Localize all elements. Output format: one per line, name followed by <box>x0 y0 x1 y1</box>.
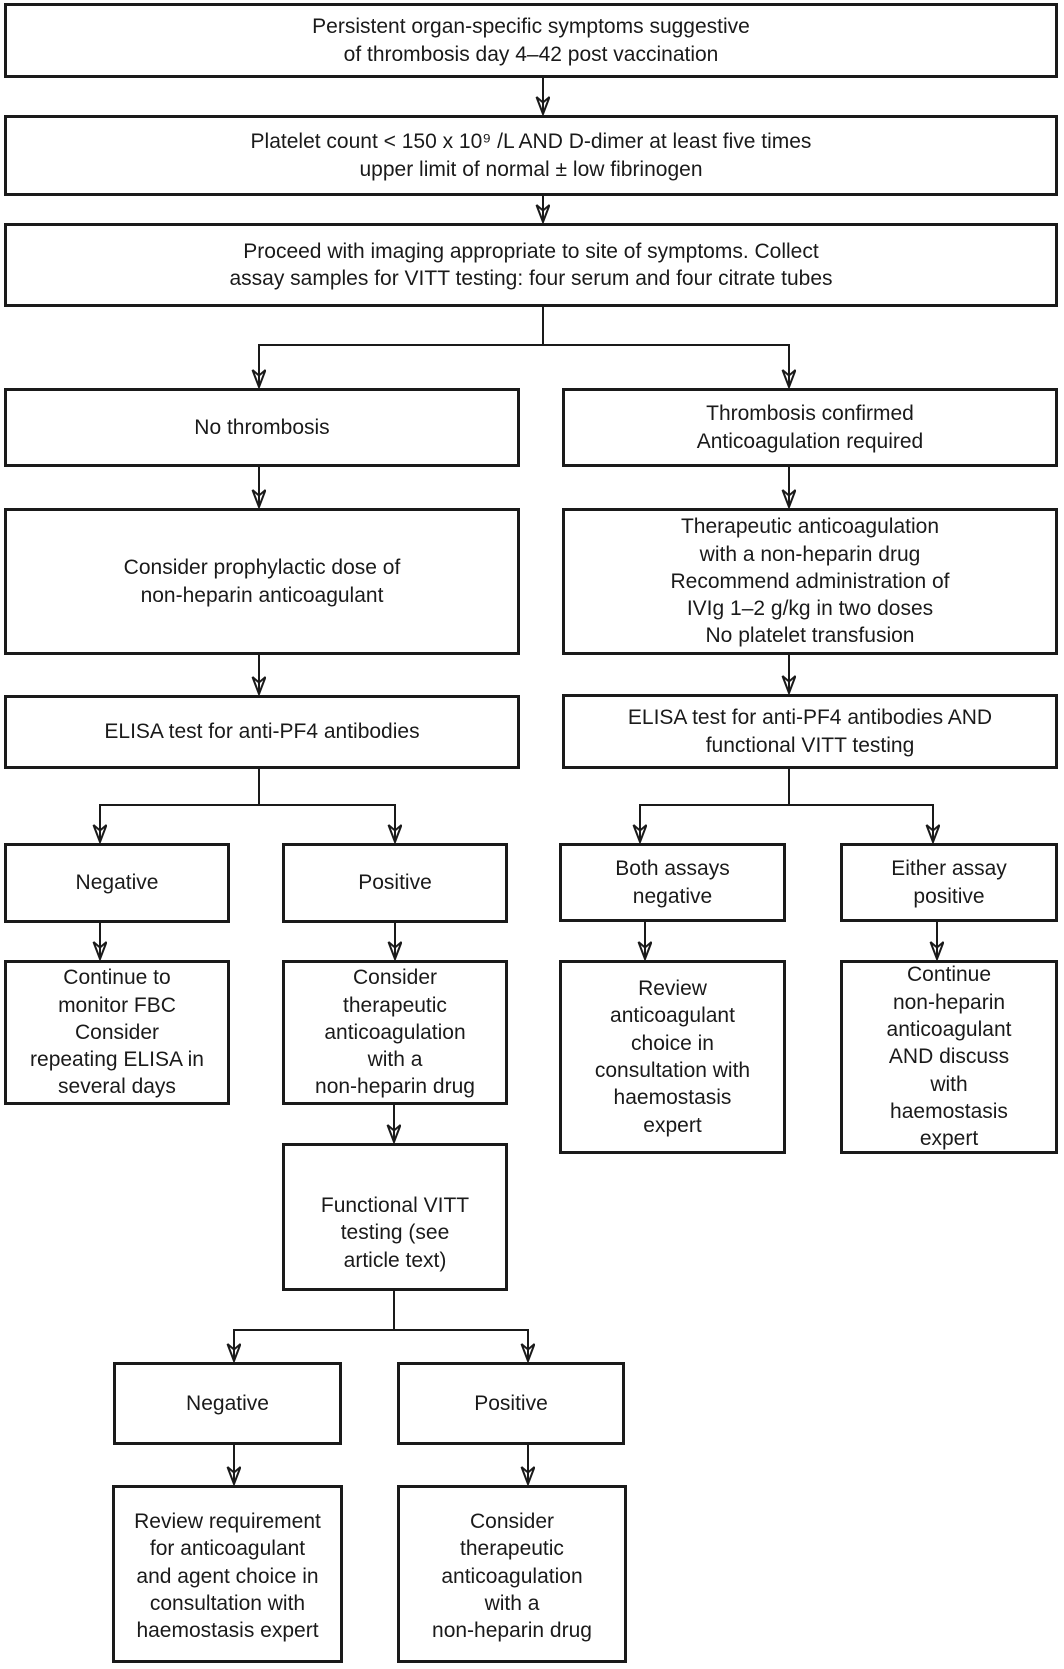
node-elisa-positive: Positive <box>282 843 508 923</box>
node-both-assays-negative: Both assays negative <box>559 843 786 922</box>
node-thrombosis-confirmed: Thrombosis confirmed Anticoagulation req… <box>562 388 1058 467</box>
node-imaging-and-samples: Proceed with imaging appropriate to site… <box>4 223 1058 307</box>
node-review-anticoagulant-choice: Review anticoagulant choice in consultat… <box>559 960 786 1154</box>
node-no-thrombosis: No thrombosis <box>4 388 520 467</box>
node-monitor-fbc: Continue to monitor FBC Consider repeati… <box>4 960 230 1105</box>
node-persistent-symptoms: Persistent organ-specific symptoms sugge… <box>4 3 1058 78</box>
node-elisa-and-functional-test: ELISA test for anti-PF4 antibodies AND f… <box>562 694 1058 769</box>
node-elisa-test: ELISA test for anti-PF4 antibodies <box>4 695 520 769</box>
node-prophylactic-dose: Consider prophylactic dose of non-hepari… <box>4 508 520 655</box>
connector-arrows <box>100 78 937 1482</box>
node-functional-vitt-testing: Functional VITT testing (see article tex… <box>282 1143 508 1291</box>
node-review-anticoagulant-requirement: Review requirement for anticoagulant and… <box>112 1485 343 1663</box>
node-continue-nonheparin-anticoagulant: Continue non-heparin anticoagulant AND d… <box>840 960 1058 1154</box>
node-consider-therapeutic-anticoagulation: Consider therapeutic anticoagulation wit… <box>282 960 508 1105</box>
node-consider-therapeutic-anticoagulation-final: Consider therapeutic anticoagulation wit… <box>397 1485 627 1663</box>
node-elisa-negative: Negative <box>4 843 230 923</box>
node-either-assay-positive: Either assay positive <box>840 843 1058 922</box>
node-functional-positive: Positive <box>397 1362 625 1445</box>
node-platelet-criteria: Platelet count < 150 x 10⁹ /L AND D-dime… <box>4 115 1058 196</box>
connector-stems <box>99 307 934 1331</box>
node-functional-negative: Negative <box>113 1362 342 1445</box>
node-therapeutic-anticoagulation-ivig: Therapeutic anticoagulation with a non-h… <box>562 508 1058 655</box>
